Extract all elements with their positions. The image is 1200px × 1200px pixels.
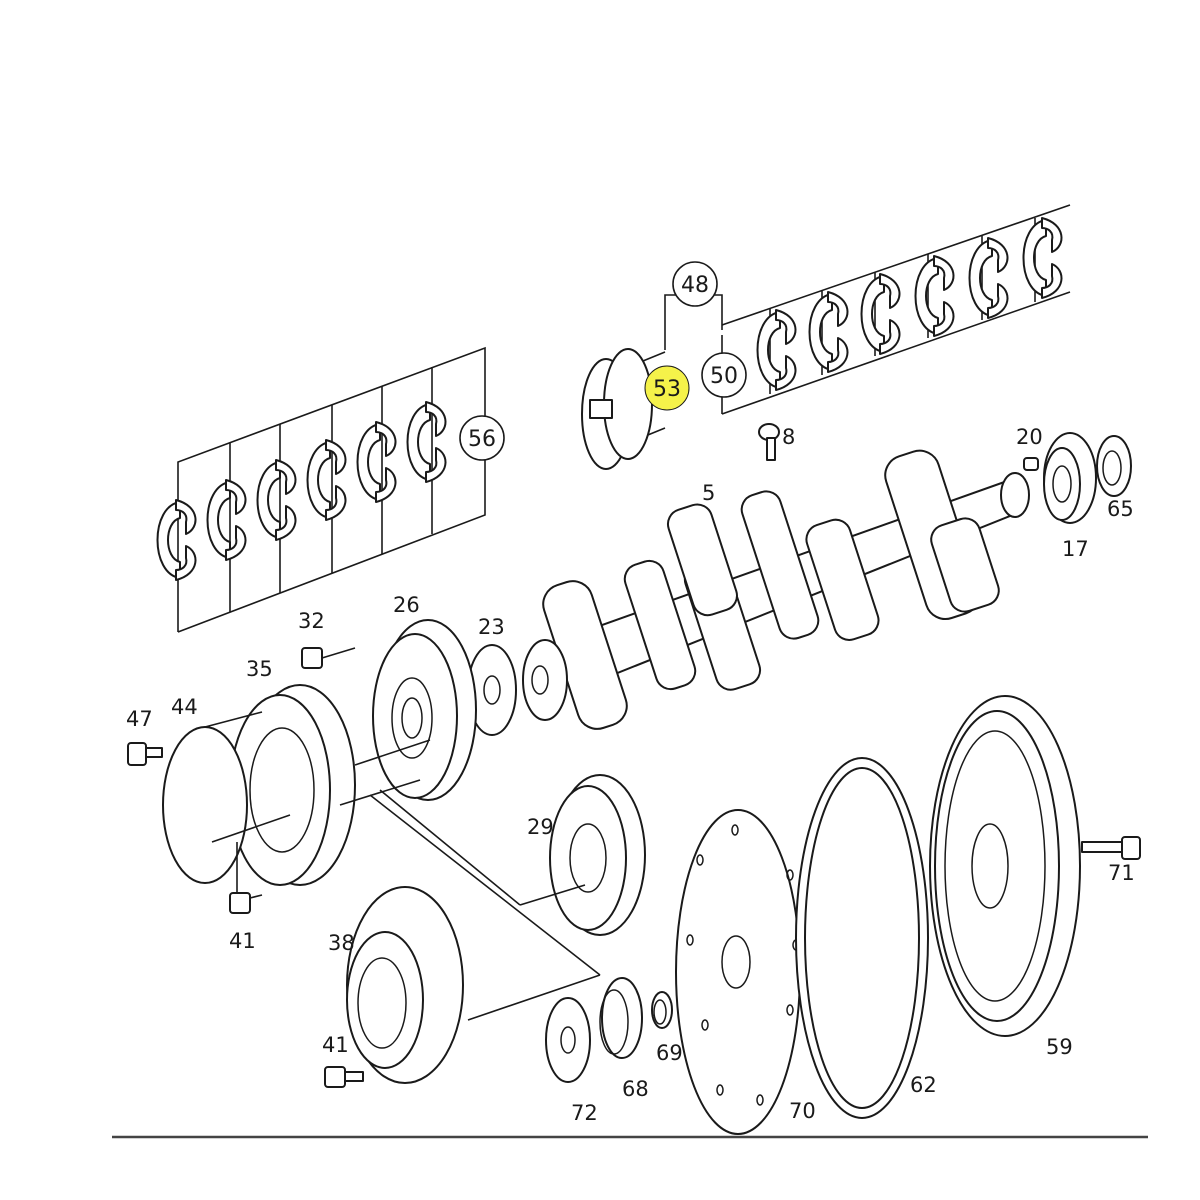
callout-23[interactable]: 23 (478, 615, 505, 639)
pulley-29 (519, 774, 646, 936)
bearing-17 (1043, 432, 1097, 524)
plate-hole (716, 1084, 724, 1096)
assembly-leader-lines (369, 789, 601, 1021)
plate-hole (731, 824, 739, 836)
callout-8[interactable]: 8 (782, 425, 795, 449)
callout-32[interactable]: 32 (298, 609, 325, 633)
plate-hole (756, 1094, 764, 1106)
flex-plate-70 (675, 809, 801, 1135)
bearing-set-50 (721, 204, 1071, 415)
crankshaft-5 (522, 449, 1030, 730)
callout-68[interactable]: 68 (622, 1077, 649, 1101)
pulley-26 (372, 619, 477, 801)
bolt-41-lower (324, 1066, 364, 1088)
cover-44 (162, 711, 291, 884)
callout-5[interactable]: 5 (702, 481, 715, 505)
callout-50[interactable]: 50 (701, 352, 747, 398)
bolt-32 (301, 647, 356, 669)
bearing-shell-56-3 (256, 459, 297, 541)
callout-20[interactable]: 20 (1016, 425, 1043, 449)
bearing-shell-50-4 (914, 255, 955, 337)
bolt-41-upper (229, 842, 263, 914)
callout-29[interactable]: 29 (527, 815, 554, 839)
damper-35 (229, 684, 431, 886)
callout-70[interactable]: 70 (789, 1099, 816, 1123)
bearing-65 (1096, 435, 1132, 497)
plate-hole (686, 934, 694, 946)
callout-56-label: 56 (468, 427, 496, 452)
callout-53-label: 53 (653, 377, 681, 402)
bolt-8 (758, 423, 780, 461)
plate-hole (696, 854, 704, 866)
ring-gear-62 (795, 757, 929, 1119)
flywheel-59 (929, 695, 1081, 1037)
bushing-69 (651, 991, 673, 1029)
callout-41-upper[interactable]: 41 (229, 929, 256, 953)
bolt-71 (1081, 836, 1141, 860)
bearing-shell-50-2 (808, 291, 849, 373)
main-bearing-set-56 (156, 346, 486, 633)
washer-72 (545, 997, 591, 1083)
callout-72[interactable]: 72 (571, 1101, 598, 1125)
seal-68 (599, 977, 643, 1059)
callout-17[interactable]: 17 (1062, 537, 1089, 561)
pulley-38 (346, 886, 464, 1084)
pin-20 (1023, 457, 1039, 471)
callout-65[interactable]: 65 (1107, 497, 1134, 521)
callout-50-label: 50 (710, 364, 738, 389)
callout-38[interactable]: 38 (328, 931, 355, 955)
callout-59[interactable]: 59 (1046, 1035, 1073, 1059)
callout-53[interactable]: 53 (644, 365, 690, 411)
callout-69[interactable]: 69 (656, 1041, 683, 1065)
bearing-shell-56-6 (406, 401, 447, 483)
bearing-shell-50-3 (860, 273, 901, 355)
callout-48[interactable]: 48 (672, 261, 718, 307)
callout-62[interactable]: 62 (910, 1073, 937, 1097)
callout-35[interactable]: 35 (246, 657, 273, 681)
callout-26[interactable]: 26 (393, 593, 420, 617)
callout-41-lower[interactable]: 41 (322, 1033, 349, 1057)
bearing-shell-56-4 (306, 439, 347, 521)
callout-44[interactable]: 44 (171, 695, 198, 719)
bearing-shell-56-5 (356, 421, 397, 503)
callout-71[interactable]: 71 (1108, 861, 1135, 885)
plate-hole (786, 1004, 794, 1016)
bearing-shell-56-2 (206, 479, 247, 561)
thrust-bearing-53 (581, 294, 723, 470)
callout-47[interactable]: 47 (126, 707, 153, 731)
bearing-shell-56-1 (156, 499, 197, 581)
bearing-shell-50-1 (756, 309, 797, 391)
bearing-shell-50-5 (968, 237, 1009, 319)
callout-48-label: 48 (681, 273, 709, 298)
plate-hole (786, 869, 794, 881)
bearing-shell-50-6 (1022, 217, 1063, 299)
bolt-47 (127, 742, 163, 766)
callout-56[interactable]: 56 (459, 415, 505, 461)
plate-hole (701, 1019, 709, 1031)
